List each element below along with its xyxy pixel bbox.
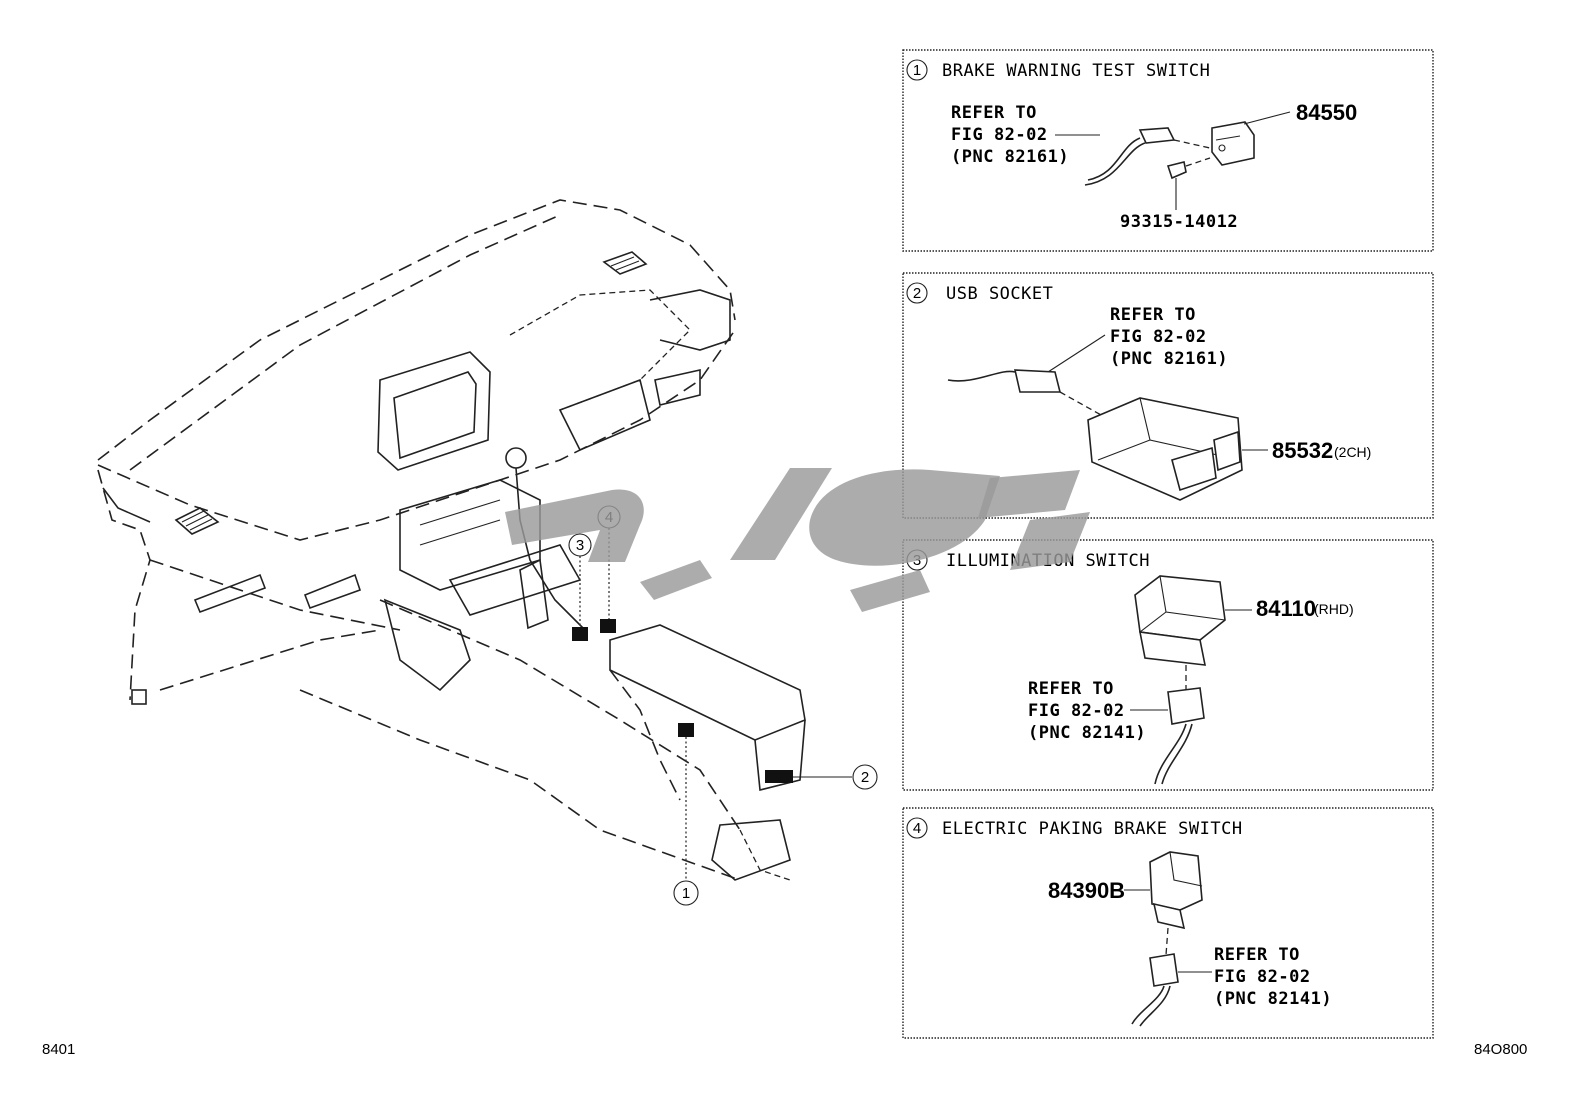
figure-code-right: 84O800 [1474,1041,1527,1058]
ref-line: REFER TO [1214,945,1300,965]
marker-2 [765,770,793,783]
detail-box-illumination-switch: 3 ILLUMINATION SWITCH 84110 (RHD) REFER … [902,539,1434,791]
ref-line: (PNC 82141) [1214,989,1332,1009]
svg-text:1: 1 [913,62,921,79]
box-title: BRAKE WARNING TEST SWITCH [942,61,1210,81]
detail-box-brake-warning-test-switch: 1 BRAKE WARNING TEST SWITCH REFER TO FIG… [902,49,1434,252]
svg-text:4: 4 [913,820,921,837]
part-suffix: (RHD) [1314,601,1354,617]
marker-1 [678,723,694,737]
svg-text:1: 1 [682,885,690,902]
marker-3 [572,627,588,641]
ref-line: FIG 82-02 [1110,327,1207,347]
ref-line: FIG 82-02 [1214,967,1311,987]
part-number: 93315-14012 [1120,212,1238,232]
svg-text:2: 2 [913,285,921,302]
part-suffix: (2CH) [1334,444,1371,460]
part-number: 85532 [1272,438,1333,463]
ref-line: FIG 82-02 [1028,701,1125,721]
callout-3: 3 [568,533,592,557]
ref-line: FIG 82-02 [951,125,1048,145]
callout-1: 1 [673,880,699,906]
leader-lines [579,528,852,880]
location-markers [572,619,793,783]
instrument-panel-drawing [97,199,806,881]
part-number: 84550 [1296,100,1357,125]
box-title: USB SOCKET [946,284,1053,304]
svg-text:3: 3 [576,537,584,554]
marker-4 [600,619,616,633]
ref-line: (PNC 82161) [951,147,1069,167]
ref-line: REFER TO [1028,679,1114,699]
callout-2: 2 [852,764,878,790]
part-number: 84390B [1048,878,1125,903]
watermark-logo [505,468,1090,612]
svg-text:2: 2 [861,769,869,786]
figure-code-left: 8401 [42,1041,75,1058]
main-callouts: 3 4 1 2 [568,505,878,906]
part-number: 84110 [1256,596,1316,621]
ref-line: REFER TO [951,103,1037,123]
box-title: ELECTRIC PAKING BRAKE SWITCH [942,819,1243,839]
detail-box-electric-parking-brake-switch: 4 ELECTRIC PAKING BRAKE SWITCH 84390B RE… [902,807,1434,1039]
ref-line: (PNC 82161) [1110,349,1228,369]
ref-line: (PNC 82141) [1028,723,1146,743]
ref-line: REFER TO [1110,305,1196,325]
